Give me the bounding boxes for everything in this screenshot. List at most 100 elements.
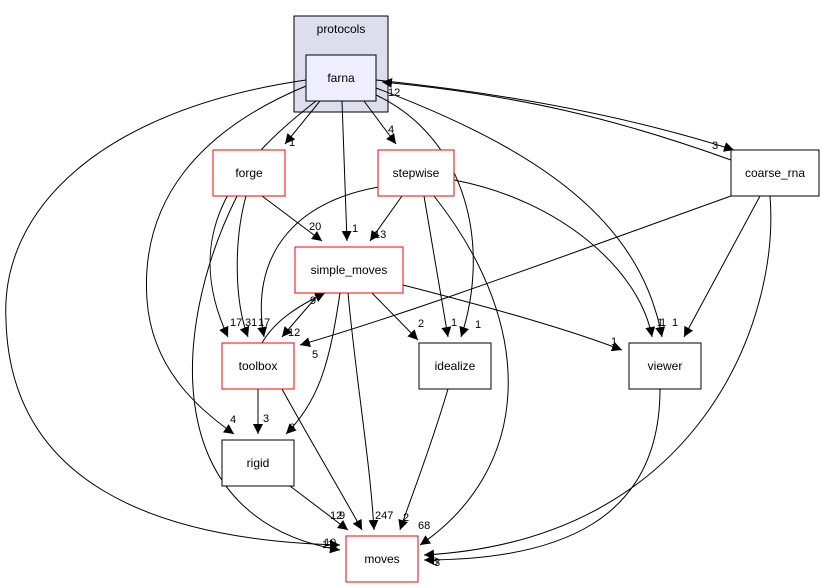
edge-label[interactable]: 1 — [475, 319, 481, 331]
edge-line — [402, 284, 623, 352]
edge-forge-to-moves[interactable]: 11 — [192, 195, 341, 554]
edge-label[interactable]: 17 — [258, 317, 270, 329]
edge-coarse_rna-to-moves[interactable]: 8 — [423, 195, 772, 568]
edge-line — [683, 195, 761, 338]
edge-line — [257, 185, 386, 338]
edge-simple_moves-to-moves[interactable]: 247 — [347, 292, 393, 531]
edge-stepwise-to-moves[interactable]: 68 — [418, 195, 509, 546]
edge-label[interactable]: 12 — [288, 327, 300, 339]
node-box — [730, 149, 820, 197]
edge-label[interactable]: 3 — [712, 140, 718, 152]
edge-coarse_rna-to-viewer[interactable]: 1 — [672, 195, 761, 338]
edge-label[interactable]: 1 — [660, 317, 666, 329]
edge-forge-to-simple_moves[interactable]: 20 — [261, 195, 323, 242]
edge-label[interactable]: 4 — [230, 414, 236, 426]
edge-label[interactable]: 4 — [388, 124, 394, 136]
edge-line — [371, 292, 419, 341]
edge-farna-to-forge[interactable]: 1 — [284, 100, 321, 149]
edge-line — [369, 195, 403, 242]
node-label: forge — [235, 166, 263, 180]
edge-stepwise-to-toolbox[interactable]: 17 — [257, 185, 386, 338]
node-box — [221, 342, 295, 390]
edge-label[interactable]: 3 — [263, 413, 269, 425]
edge-line — [375, 87, 666, 338]
edge-coarse_rna-to-farna[interactable]: 12 — [381, 77, 732, 161]
edge-label[interactable]: 68 — [418, 520, 430, 532]
edge-stepwise-to-viewer[interactable]: 1 — [453, 179, 666, 338]
edge-line — [419, 195, 509, 546]
node-stepwise[interactable]: stepwise — [377, 149, 455, 197]
edge-line — [192, 195, 341, 554]
edge-line — [281, 388, 363, 531]
edge-farna-to-viewer[interactable]: 1 — [375, 87, 666, 338]
node-box — [418, 342, 492, 390]
edge-label[interactable]: 1 — [657, 317, 663, 329]
edge-line — [453, 179, 656, 338]
edge-label[interactable]: 9 — [339, 510, 345, 522]
edge-forge-to-toolbox[interactable]: 31 — [236, 195, 257, 338]
edge-farna-to-toolbox[interactable]: 17 — [209, 100, 317, 338]
edge-label[interactable]: 1 — [451, 317, 457, 329]
edge-farna-to-simple_moves[interactable]: 1 — [341, 100, 358, 242]
edge-label[interactable]: 3 — [434, 557, 440, 569]
node-idealize[interactable]: idealize — [418, 342, 492, 390]
node-viewer[interactable]: viewer — [628, 342, 702, 390]
node-label: viewer — [648, 359, 683, 373]
node-forge[interactable]: forge — [212, 149, 286, 197]
edge-label[interactable]: 8 — [432, 556, 438, 568]
edge-stepwise-to-idealize[interactable]: 1 — [423, 195, 457, 338]
edge-line — [423, 195, 452, 338]
edge-label[interactable]: 2 — [418, 318, 424, 330]
edge-line — [423, 388, 661, 565]
edge-label[interactable]: 11 — [322, 539, 333, 551]
edge-label[interactable]: 5 — [312, 349, 318, 361]
edge-line — [398, 388, 449, 531]
node-coarse-rna[interactable]: coarse_rna — [730, 149, 820, 197]
node-toolbox[interactable]: toolbox — [221, 342, 295, 390]
node-label: farna — [327, 71, 355, 85]
edge-label[interactable]: 20 — [309, 221, 321, 233]
node-box — [221, 439, 295, 487]
edge-label[interactable]: 17 — [230, 317, 242, 329]
edge-toolbox-to-rigid[interactable]: 3 — [253, 389, 269, 434]
node-label: simple_moves — [311, 263, 388, 277]
edge-idealize-to-moves[interactable]: 2 — [398, 388, 449, 531]
edge-label[interactable]: 12 — [388, 87, 400, 99]
edge-label[interactable]: 247 — [375, 510, 393, 522]
edge-label[interactable]: 1 — [289, 137, 295, 149]
edge-label[interactable]: 1 — [611, 336, 617, 348]
node-rigid[interactable]: rigid — [221, 439, 295, 487]
edge-farna-to-coarse_rna[interactable]: 3 — [375, 79, 735, 152]
edge-label[interactable]: 1 — [672, 317, 678, 329]
edge-label[interactable]: 13 — [374, 229, 386, 241]
edge-line — [341, 100, 352, 242]
edge-simple_moves-to-rigid[interactable]: 6 — [285, 292, 341, 435]
cluster-protocols-label: protocols — [317, 22, 366, 36]
node-simple-moves[interactable]: simple_moves — [294, 246, 404, 294]
node-box — [377, 149, 455, 197]
edge-viewer-to-moves[interactable]: 3 — [423, 388, 661, 569]
edge-toolbox-to-simple_moves[interactable]: 9 — [261, 292, 326, 344]
edge-label[interactable]: 9 — [310, 295, 316, 307]
edge-line — [381, 77, 732, 161]
node-box — [345, 535, 419, 583]
edge-label[interactable]: 31 — [245, 317, 257, 329]
edge-simple_moves-to-viewer[interactable]: 1 — [402, 284, 623, 352]
edge-label[interactable]: 1 — [352, 223, 358, 235]
edge-line — [363, 100, 397, 145]
edge-line — [423, 195, 772, 560]
node-farna[interactable]: farna — [305, 54, 377, 102]
edge-farna-to-stepwise[interactable]: 4 — [363, 100, 397, 145]
edge-stepwise-to-simple_moves[interactable]: 13 — [369, 195, 403, 242]
edge-rigid-to-moves[interactable]: 9 — [289, 485, 349, 531]
node-label: moves — [364, 552, 399, 566]
node-label: coarse_rna — [745, 166, 805, 180]
edge-coarse_rna-to-toolbox[interactable]: 5 — [299, 195, 732, 361]
edge-simple_moves-to-idealize[interactable]: 2 — [371, 292, 424, 341]
edge-label[interactable]: 2 — [403, 512, 409, 524]
edge-line — [236, 195, 250, 338]
edge-line — [5, 79, 341, 550]
node-moves[interactable]: moves — [345, 535, 419, 583]
edge-label[interactable]: 6 — [289, 422, 295, 434]
edge-line — [261, 195, 323, 242]
